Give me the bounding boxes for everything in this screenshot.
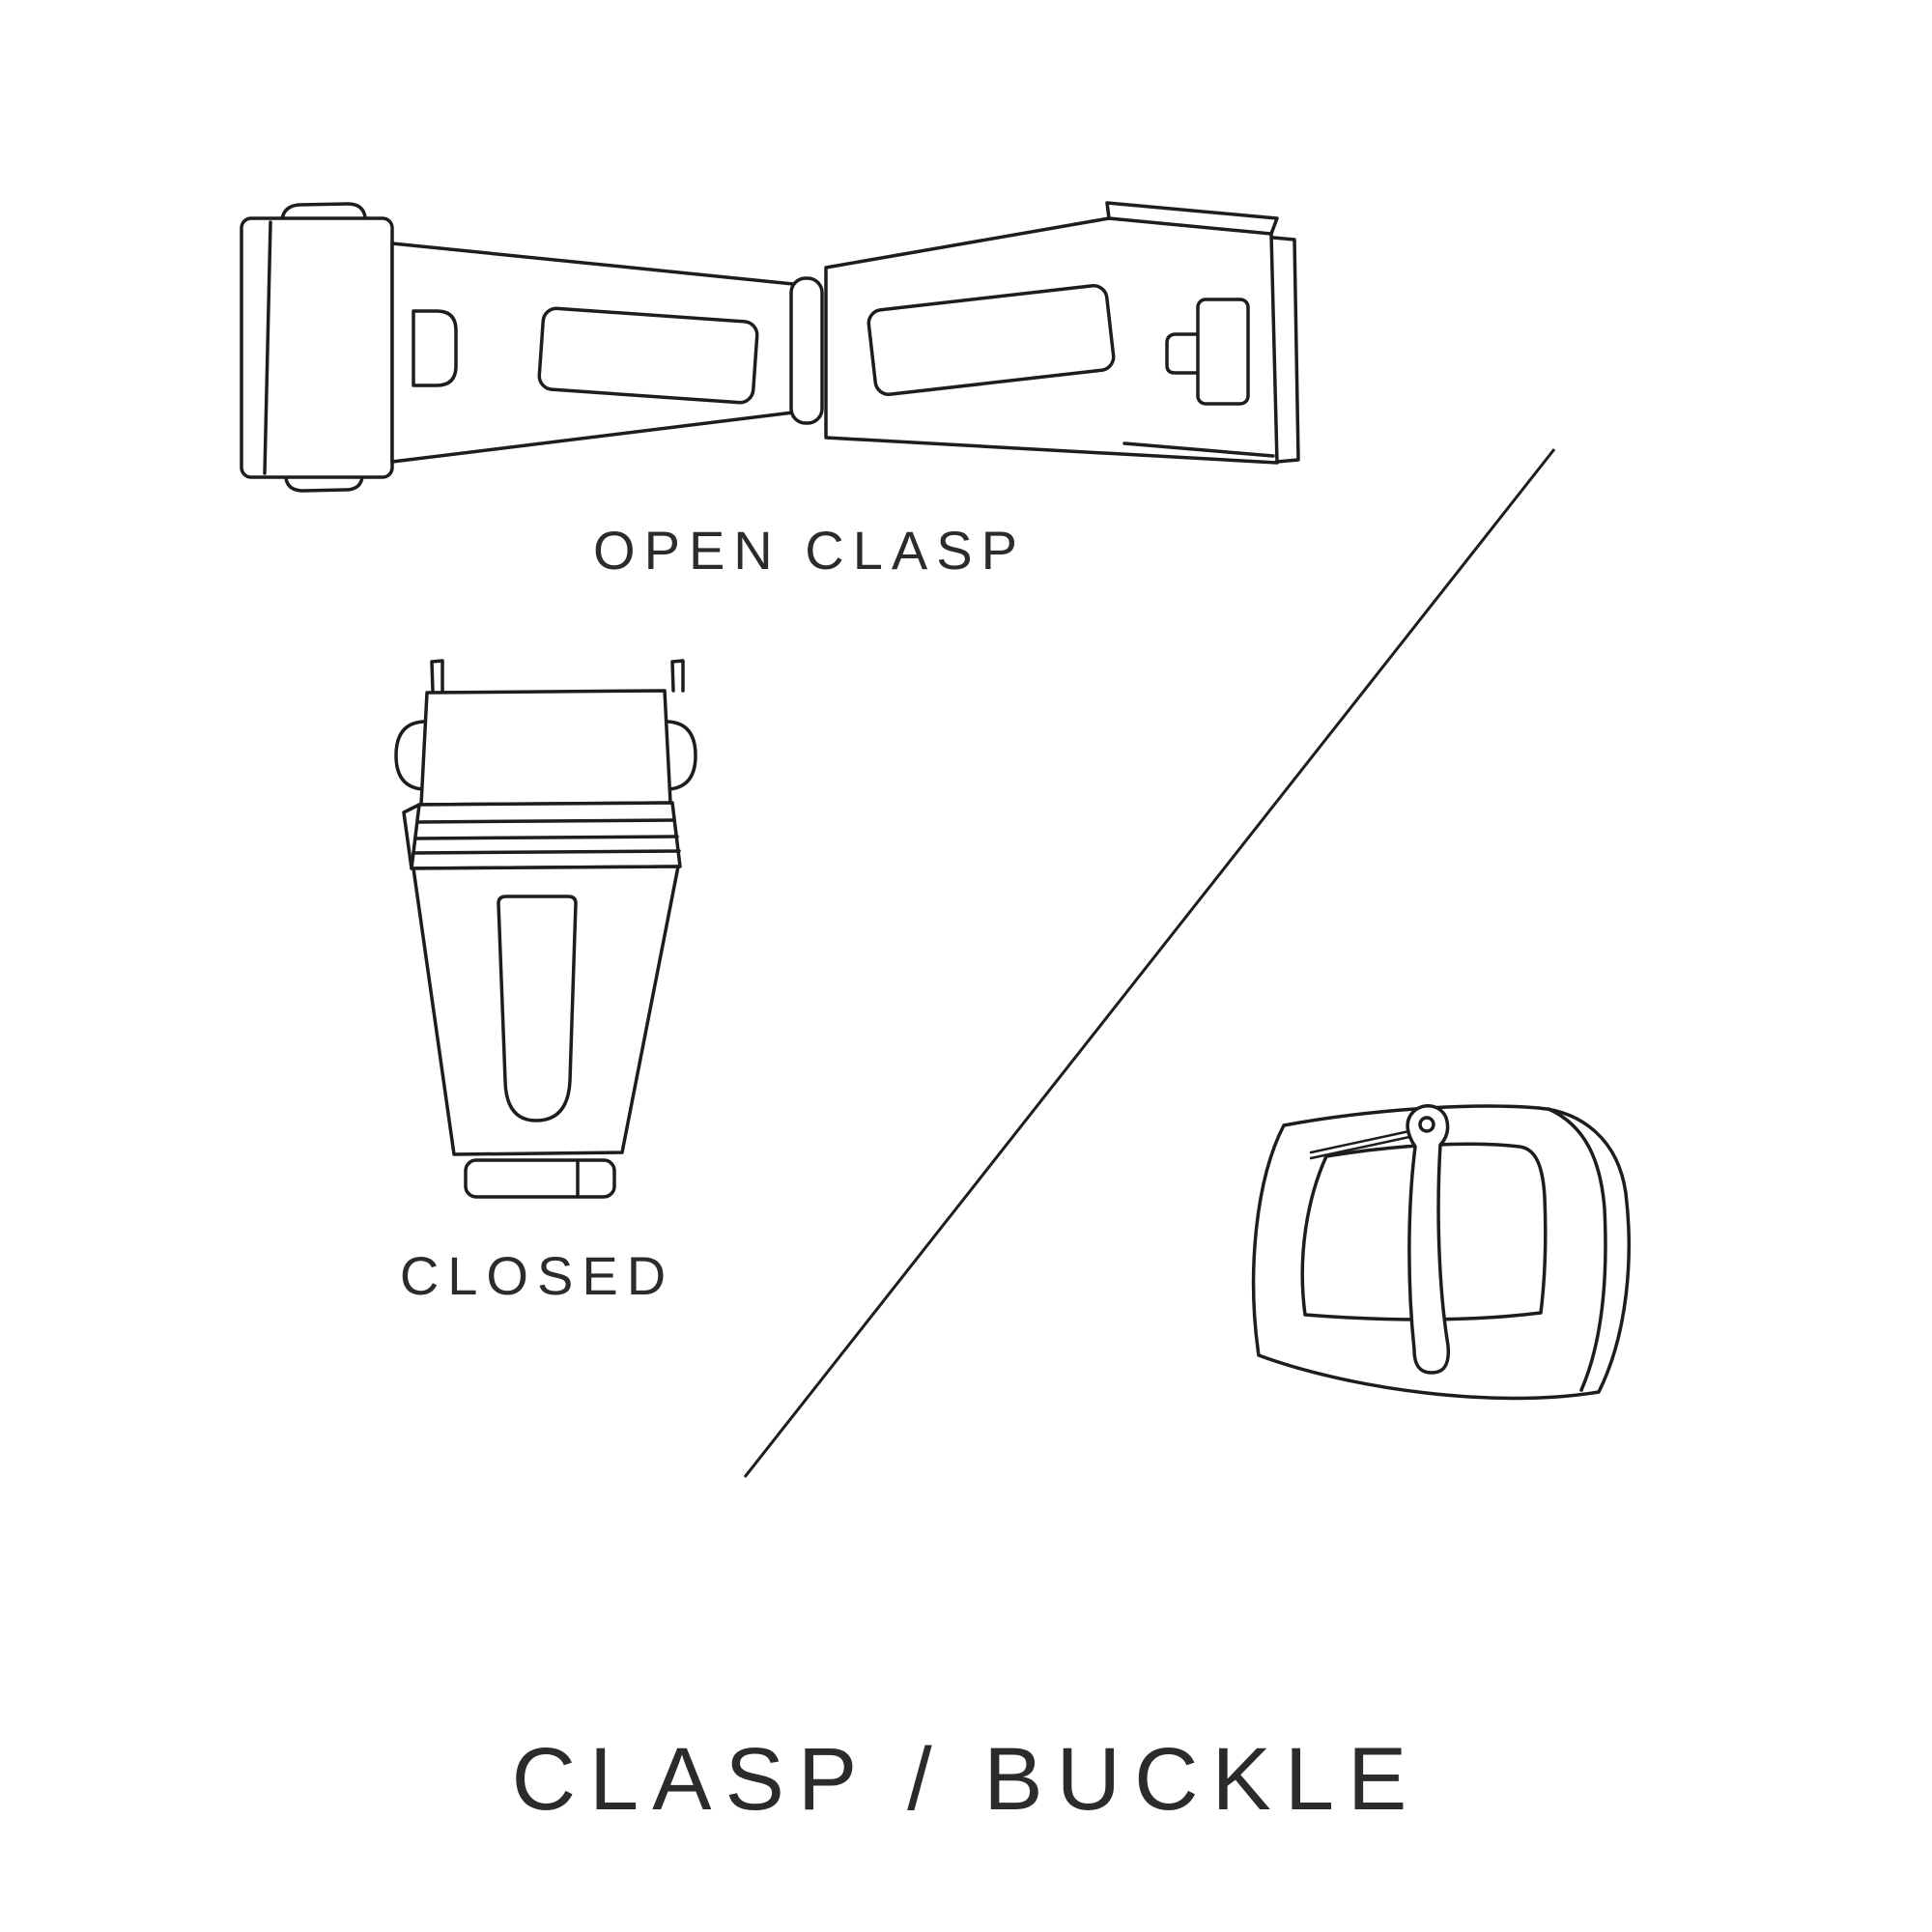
fold-block bbox=[421, 691, 670, 805]
open-clasp-illustration bbox=[222, 193, 1314, 493]
left-arm bbox=[392, 243, 793, 462]
clasp-body bbox=[413, 867, 678, 1154]
closed-clasp-label: CLOSED bbox=[399, 1245, 675, 1306]
center-hinge bbox=[791, 278, 822, 423]
buckle-illustration bbox=[1241, 1093, 1639, 1415]
open-clasp-label: OPEN CLASP bbox=[593, 520, 1026, 581]
left-end-link bbox=[242, 204, 392, 491]
right-arm bbox=[826, 203, 1298, 463]
closed-clasp-illustration bbox=[384, 658, 703, 1199]
side-tabs bbox=[396, 722, 696, 789]
end-bar bbox=[466, 1160, 614, 1197]
buckle-pin-bar bbox=[1311, 1131, 1409, 1158]
top-prongs bbox=[432, 661, 683, 691]
buckle-tongue bbox=[1407, 1106, 1448, 1373]
band-section bbox=[404, 803, 680, 868]
diagram-title: CLASP / BUCKLE bbox=[511, 1730, 1421, 1829]
clasp-catch bbox=[1167, 299, 1248, 404]
